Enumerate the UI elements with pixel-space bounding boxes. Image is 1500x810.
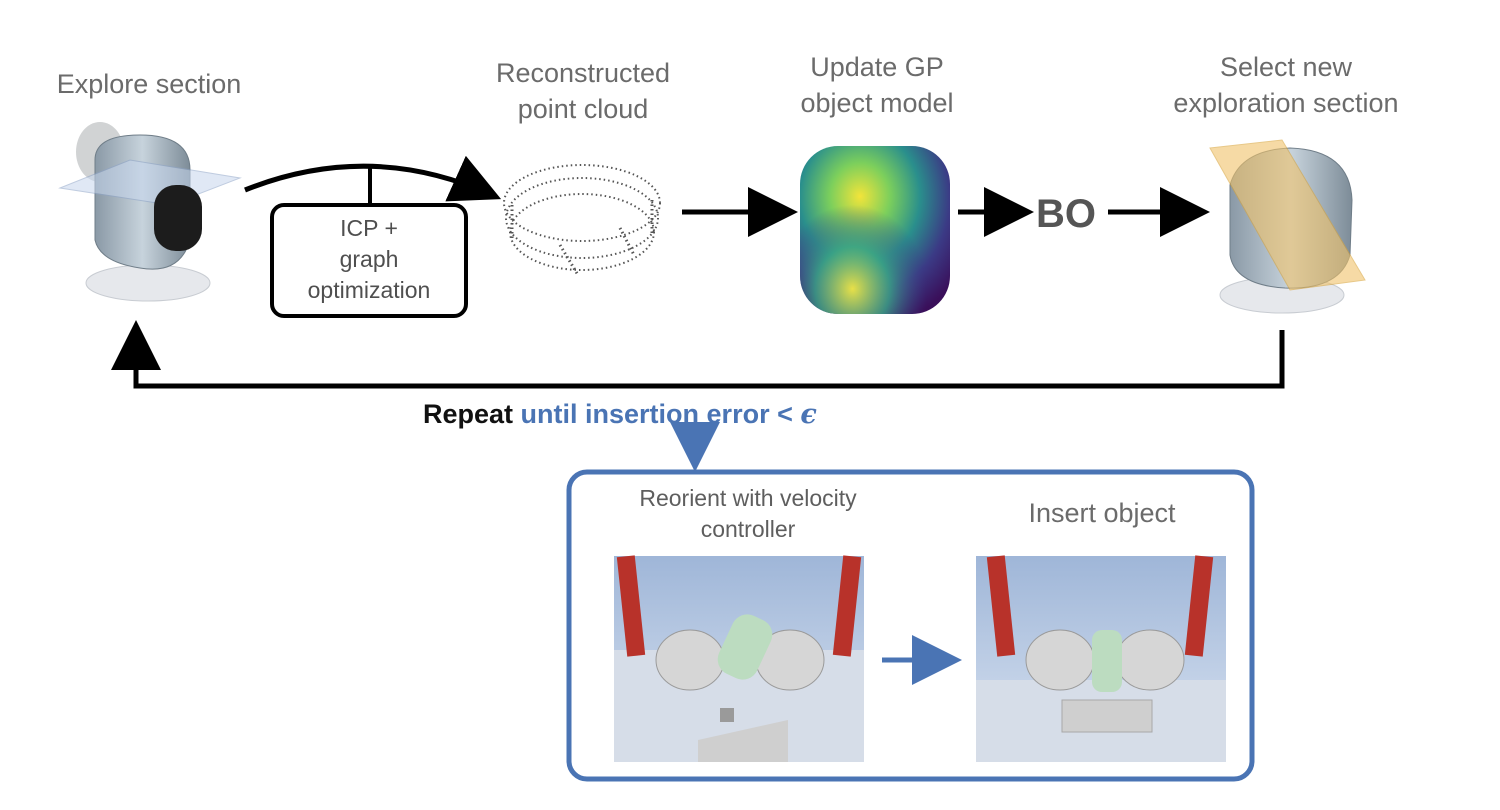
icp-box-label: ICP + graph optimization <box>307 215 431 303</box>
reconstructed-label: Reconstructed point cloud <box>495 58 671 124</box>
repeat-prefix: Repeat <box>423 399 514 429</box>
select-section-image <box>1209 139 1366 314</box>
bo-label: BO <box>1036 192 1096 236</box>
explore-label: Explore section <box>56 69 242 99</box>
repeat-condition: Repeat until insertion error < ϵ <box>423 399 817 430</box>
repeat-loop-arrow <box>111 320 1285 389</box>
select-section-label: Select new exploration section <box>1173 52 1399 118</box>
point-cloud-image <box>503 164 661 276</box>
insert-sim-image <box>976 555 1226 762</box>
explore-object-image <box>58 122 242 302</box>
reorient-label: Reorient with velocity controller <box>639 485 857 542</box>
icp-box <box>270 203 468 318</box>
update-gp-label: Update GP object model <box>800 52 954 118</box>
repeat-condition-text: until insertion error < <box>520 399 793 429</box>
insert-object-label: Insert object <box>1028 498 1176 528</box>
epsilon-symbol: ϵ <box>800 399 817 430</box>
gp-model-image <box>800 146 950 314</box>
reorient-sim-image <box>614 555 864 762</box>
